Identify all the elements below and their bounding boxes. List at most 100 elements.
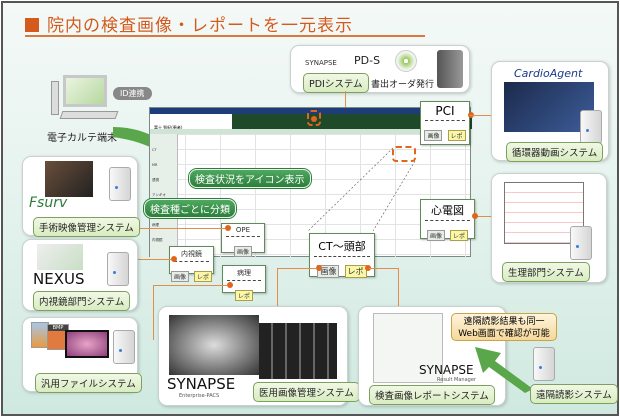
- path-title: 病理: [237, 269, 251, 277]
- page-title: 院内の検査画像・レポートを一元表示: [25, 11, 353, 36]
- title-text: 院内の検査画像・レポートを一元表示: [47, 16, 353, 36]
- cardio-tag: 循環器動画システム: [506, 142, 604, 162]
- cardio-connector: [470, 115, 491, 116]
- row-label: 病理: [152, 223, 159, 227]
- server-icon: [113, 330, 135, 364]
- pci-report-button[interactable]: レポ: [447, 130, 466, 141]
- path-connector-v: [153, 285, 154, 340]
- ct-cell-highlight: [392, 146, 416, 162]
- endo-report-button[interactable]: レポ: [194, 271, 213, 282]
- bmp-file-icon: BMP: [47, 324, 69, 350]
- ecg-image-button[interactable]: 画像: [426, 230, 445, 241]
- endo-dot: [171, 256, 177, 262]
- server-icon: [533, 347, 555, 381]
- nexus-card: NEXUS 内視鏡部門システム: [22, 239, 138, 311]
- ehr-label: 電子カルテ端末: [47, 133, 117, 144]
- bmp-label: BMP: [48, 325, 68, 331]
- endo-title: 内視鏡: [181, 250, 202, 258]
- endo-image-button[interactable]: 画像: [170, 271, 189, 282]
- zoom-lines: [307, 147, 416, 232]
- pacs-brand: SYNAPSE: [167, 375, 236, 393]
- disc-publisher-icon: [437, 50, 463, 88]
- pdi-note: 書出オーダ発行: [371, 80, 435, 90]
- generic-file-card: BMP 汎用ファイルシステム: [22, 317, 142, 393]
- monitor-icon: [63, 75, 107, 107]
- row-label: MR: [152, 163, 158, 167]
- ct-image-connector: [277, 268, 317, 269]
- ct-image-connector-v: [277, 268, 278, 318]
- pdi-tag: PDIシステム: [303, 73, 369, 93]
- ecg-report-button[interactable]: レポ: [450, 230, 469, 241]
- ecg-dot: [472, 213, 478, 219]
- ope-title: OPE: [235, 226, 251, 234]
- keyboard-icon: [59, 111, 119, 119]
- toolbar-highlight: [307, 110, 321, 126]
- ecg-title: 心電図: [431, 204, 464, 217]
- pacs-sub: Enterprise-PACS: [179, 393, 220, 399]
- pci-image-button[interactable]: 画像: [424, 130, 443, 141]
- fsurv-screen: [45, 161, 93, 197]
- cardio-card: CardioAgent 循環器動画システム: [491, 61, 609, 162]
- id-link-badge: ID連携: [113, 87, 152, 100]
- ope-connector: [131, 228, 225, 229]
- endo-popup: 内視鏡 画像 レポ: [169, 246, 214, 282]
- pc-tower-icon: [51, 81, 59, 115]
- title-square-icon: [25, 18, 39, 32]
- fsurv-tag: 手術映像管理システム: [33, 217, 140, 237]
- cardio-screen: [504, 82, 594, 132]
- app-row-labels: CT MR 透視 アンギオ 病理 内視鏡: [150, 134, 178, 258]
- row-label: アンギオ: [152, 193, 166, 197]
- report-sub: Result Manager: [437, 377, 476, 383]
- pci-title: PCI: [435, 104, 455, 118]
- remote-arrow-icon: [475, 347, 533, 393]
- generic-tag: 汎用ファイルシステム: [35, 373, 142, 393]
- row-label: 透視: [152, 178, 159, 182]
- ct-report-connector-v: [398, 268, 399, 308]
- ct-report-button[interactable]: レポ: [344, 265, 367, 278]
- remote-tag: 遠隔読影システム: [530, 384, 618, 404]
- ehr-terminal: [51, 75, 131, 121]
- path-report-button[interactable]: レポ: [234, 290, 253, 301]
- physio-card: 生理部門システム: [491, 173, 607, 283]
- pci-popup: PCI 画像 レポ: [420, 101, 470, 145]
- report-tag: 検査画像レポートシステム: [369, 385, 495, 405]
- xray-screen: [169, 315, 259, 375]
- cardio-brand: CardioAgent: [514, 67, 583, 80]
- report-brand: SYNAPSE: [419, 363, 474, 377]
- ecg-popup: 心電図 画像 レポ: [420, 199, 475, 241]
- ecg-connector: [475, 216, 505, 217]
- ct-title: CT〜頭部: [318, 240, 366, 253]
- fsurv-connector: [130, 228, 131, 229]
- pdi-brand: SYNAPSE: [305, 59, 337, 67]
- by-type-badge: 検査種ごとに分類: [144, 199, 236, 218]
- server-icon: [109, 167, 131, 201]
- cd-disc-icon: [395, 50, 417, 72]
- fsurv-card: Fsurv 手術映像管理システム: [22, 156, 140, 237]
- status-icons-badge: 検査状況をアイコン表示: [189, 169, 311, 188]
- ope-image-button[interactable]: 画像: [233, 246, 252, 257]
- app-toolbar: [232, 114, 472, 129]
- ct-image-dot: [316, 265, 322, 271]
- server-icon: [570, 226, 592, 260]
- remote-callout: 遠隔読影結果も同一Web画面で確認が可能: [451, 313, 557, 341]
- ct-report-dot: [365, 265, 371, 271]
- remote-callout-text: 遠隔読影結果も同一Web画面で確認が可能: [458, 317, 550, 339]
- pacs-tag: 医用画像管理システム: [253, 382, 360, 402]
- pdi-card: SYNAPSE PD-S PDIシステム 書出オーダ発行: [290, 45, 470, 93]
- server-icon: [580, 110, 602, 144]
- report-screen: [373, 313, 443, 383]
- physio-tag: 生理部門システム: [502, 262, 590, 282]
- report-card: SYNAPSE Result Manager 検査画像レポートシステム: [358, 306, 506, 406]
- ct-series-screen: [259, 323, 337, 379]
- path-dot: [227, 282, 233, 288]
- toolbar-highlight-dot: [311, 116, 317, 122]
- histology-image-icon: [65, 330, 109, 358]
- nexus-tag: 内視鏡部門システム: [33, 291, 131, 311]
- row-label: CT: [152, 148, 157, 152]
- path-popup: 病理 レポ: [222, 265, 266, 301]
- path-connector: [153, 285, 228, 286]
- title-underline: [25, 35, 425, 37]
- pacs-card: SYNAPSE Enterprise-PACS 医用画像管理システム: [158, 306, 360, 406]
- endo-connector: [131, 259, 171, 260]
- server-icon: [107, 252, 129, 286]
